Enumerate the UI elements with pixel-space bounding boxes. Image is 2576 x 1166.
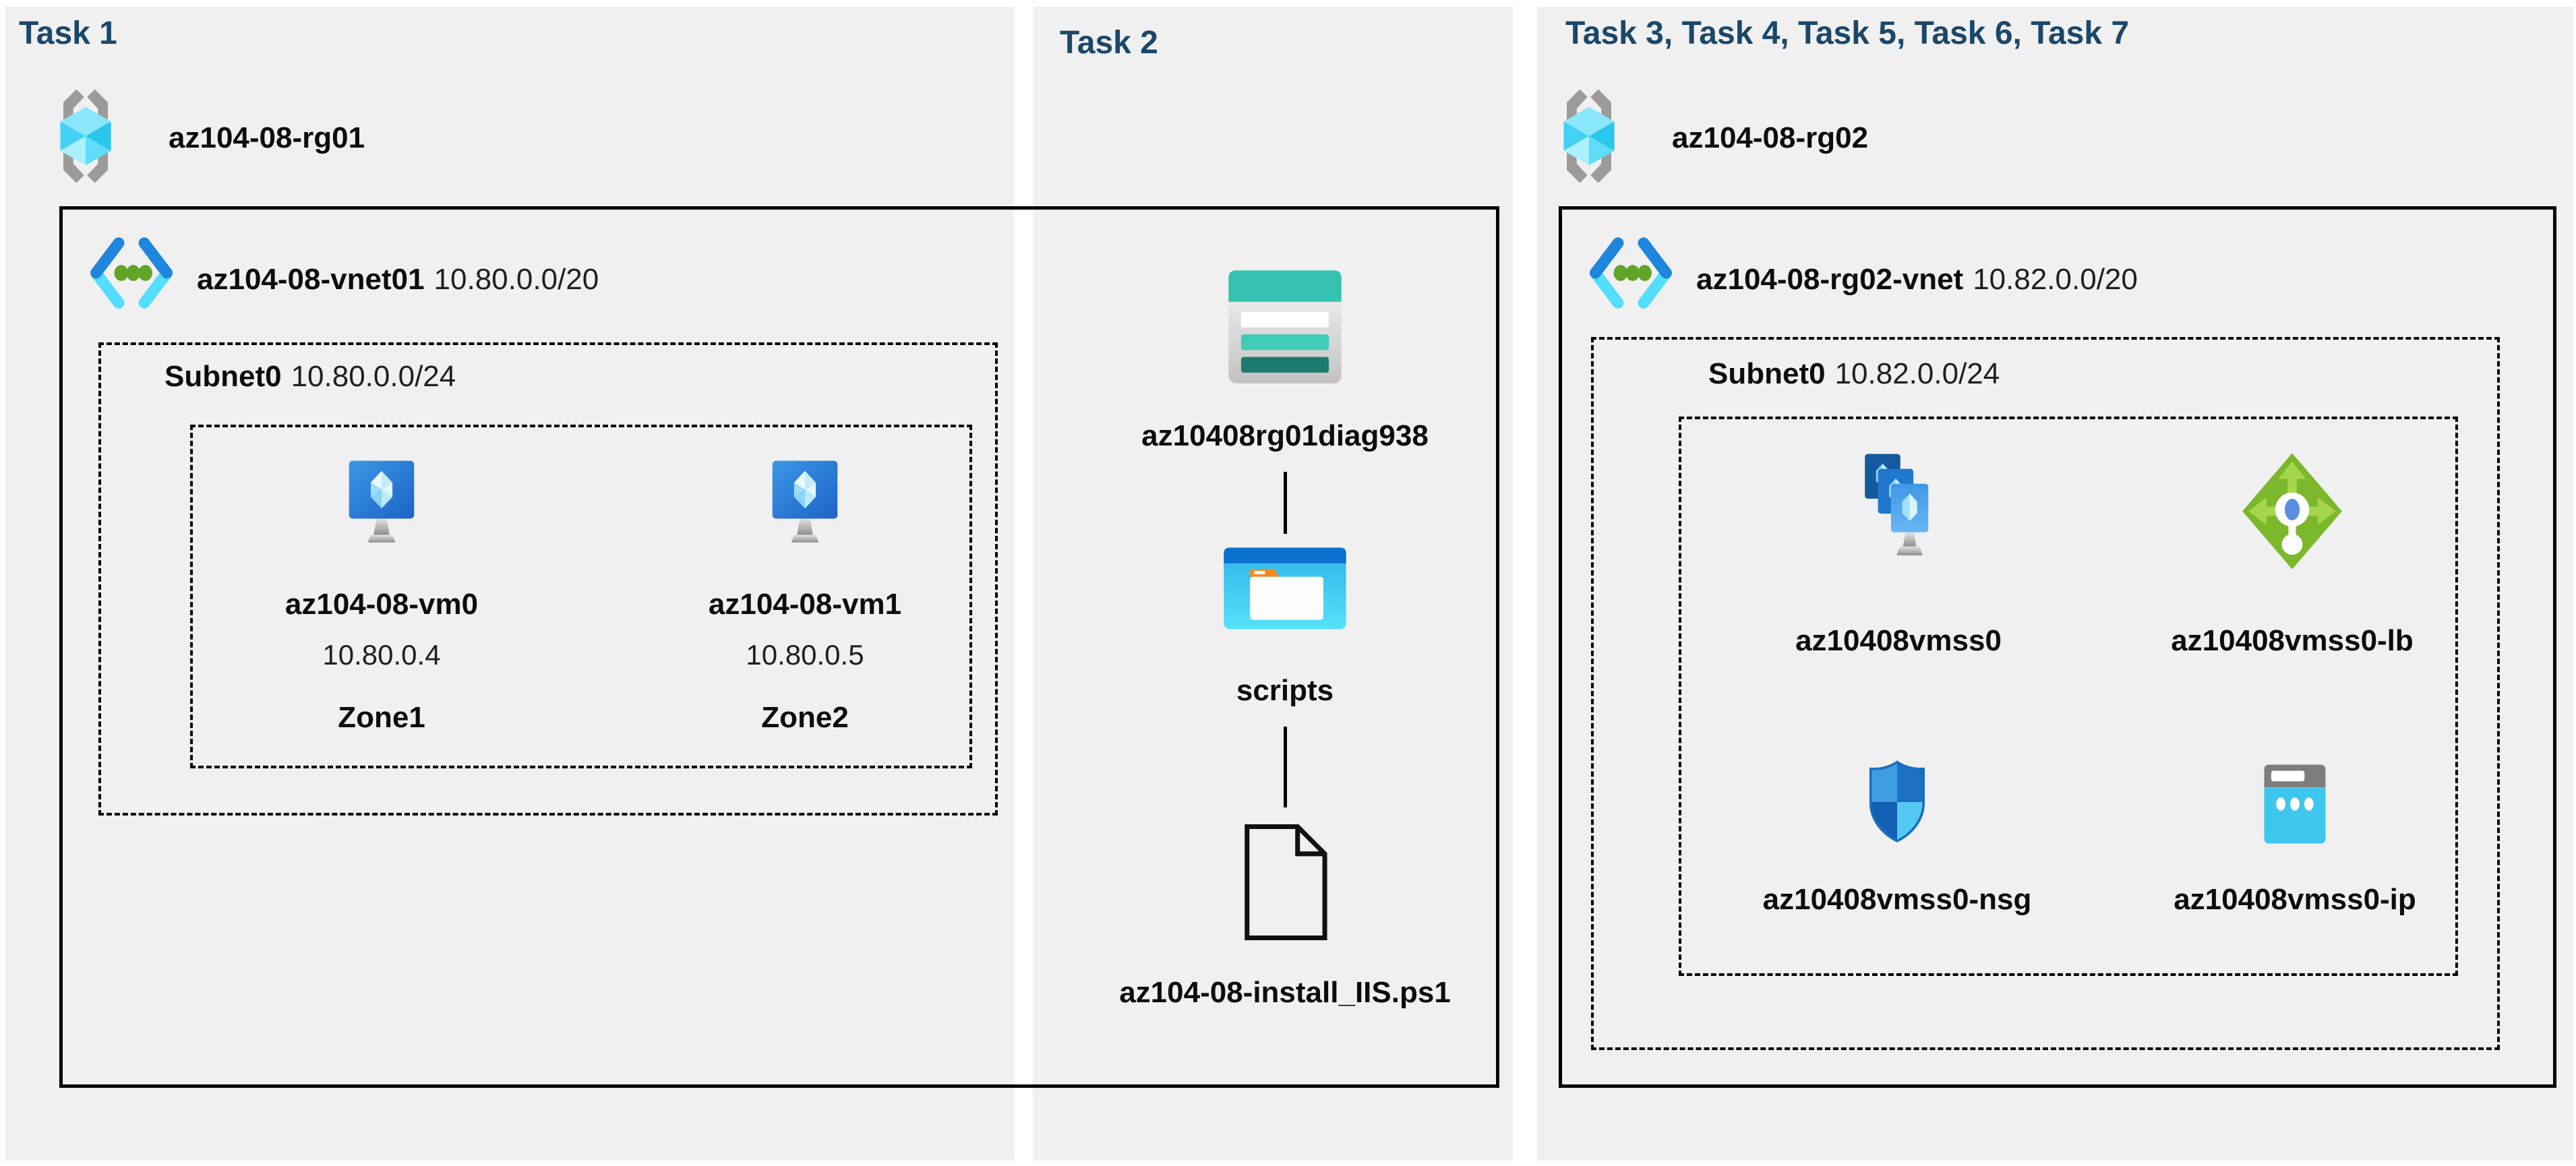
vm-ip: 10.80.0.5 (746, 639, 864, 671)
subnet1-box (98, 342, 998, 816)
vmss-name: az10408vmss0 (1795, 624, 2002, 657)
virtual-machine-icon (772, 460, 838, 543)
resource-group-name: az104-08-rg01 (169, 121, 365, 155)
storage-account-icon (1228, 270, 1342, 383)
task1-title: Task 1 (19, 16, 117, 51)
resource-group-icon (60, 89, 111, 183)
vm-name: az104-08-vm0 (284, 588, 479, 621)
blob-container-icon (1224, 547, 1346, 630)
vnet-label: az104-08-rg02-vnet 10.82.0.0/20 (1696, 263, 2138, 297)
vm-ip: 10.80.0.4 (322, 639, 441, 671)
task2-title: Task 2 (1060, 25, 1158, 61)
vm-zone: Zone2 (761, 701, 849, 734)
vm-zone: Zone1 (338, 701, 425, 734)
virtual-machine-icon (349, 460, 415, 543)
subnet1-name: Subnet0 (164, 360, 282, 393)
subnet2-box (1591, 337, 2500, 1050)
nsg-icon (1869, 760, 1925, 842)
vnet2-cidr: 10.82.0.0/20 (1973, 263, 2138, 296)
rg2-name: az104-08-rg02 (1672, 121, 1869, 154)
load-balancer-name: az10408vmss0-lb (2171, 624, 2414, 657)
public-ip-name: az10408vmss0-ip (2174, 883, 2416, 916)
task1-panel (5, 7, 1014, 1161)
subnet2-name: Subnet0 (1708, 357, 1826, 390)
zone1-box (190, 425, 972, 768)
subnet1-cidr: 10.80.0.0/24 (291, 360, 456, 393)
vmss-icon (1865, 454, 1929, 556)
connector-line (1284, 472, 1287, 534)
vnet1-box (59, 206, 1499, 1088)
task3-panel (1537, 7, 2573, 1161)
resource-group-icon (1563, 89, 1615, 183)
subnet1-label: Subnet0 10.80.0.0/24 (164, 360, 456, 394)
vnet2-box (1559, 206, 2556, 1088)
rg1-name: az104-08-rg01 (169, 121, 365, 154)
script-file-name: az104-08-install_IIS.ps1 (1119, 976, 1451, 1009)
resource-group-name: az104-08-rg02 (1672, 121, 1868, 155)
zone2-box (1679, 417, 2458, 976)
public-ip-icon (2264, 764, 2326, 844)
virtual-network-icon (90, 237, 173, 309)
vnet1-cidr: 10.80.0.0/20 (433, 263, 599, 296)
nsg-name: az10408vmss0-nsg (1762, 883, 2032, 916)
script-file-icon (1245, 824, 1327, 941)
task3-title: Task 3, Task 4, Task 5, Task 6, Task 7 (1565, 16, 2130, 51)
connector-line (1284, 727, 1287, 807)
virtual-network-icon (1590, 237, 1672, 309)
load-balancer-icon (2242, 453, 2342, 570)
vm-name: az104-08-vm1 (708, 588, 902, 621)
container-name: scripts (1236, 674, 1334, 707)
vnet1-name: az104-08-vnet01 (197, 263, 425, 296)
subnet2-cidr: 10.82.0.0/24 (1834, 357, 2000, 390)
storage-account-name: az10408rg01diag938 (1141, 419, 1429, 452)
vnet2-name: az104-08-rg02-vnet (1696, 263, 1964, 296)
